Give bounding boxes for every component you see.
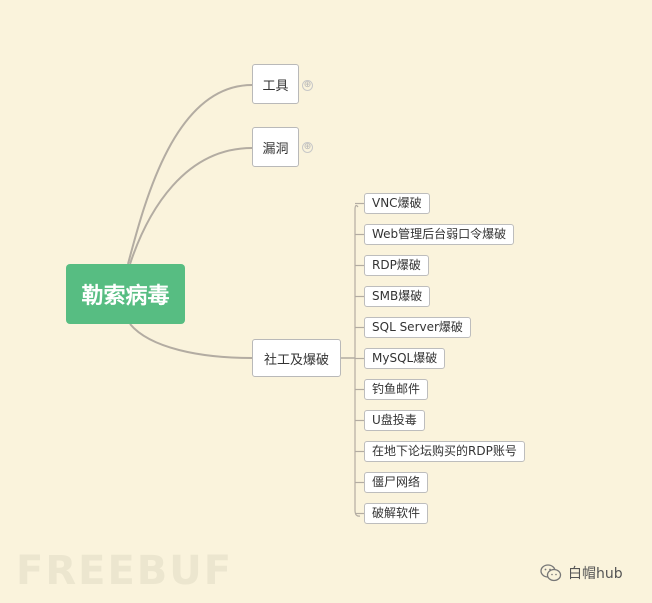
- leaf-botnet[interactable]: 僵尸网络: [364, 472, 429, 493]
- branch-social-engineering-label: 社工及爆破: [263, 352, 329, 368]
- leaf-bracket: [354, 204, 361, 517]
- connector-social: [129, 323, 253, 359]
- branch-social-engineering[interactable]: 社工及爆破: [252, 339, 341, 377]
- leaf-phishing[interactable]: 钓鱼邮件: [364, 379, 429, 400]
- branch-vulnerabilities-label: 漏洞: [262, 141, 289, 157]
- leaf-cracked-software[interactable]: 破解软件: [364, 503, 429, 524]
- branch-tools[interactable]: 工具: [252, 64, 299, 104]
- brand-text: 白帽hub: [568, 566, 623, 582]
- expand-tools-icon[interactable]: ⊕: [302, 80, 313, 91]
- root-topic[interactable]: 勒索病毒: [66, 264, 185, 324]
- root-label: 勒索病毒: [81, 284, 170, 309]
- freebuf-watermark: FREEBUF: [16, 548, 234, 594]
- connector-tools: [127, 84, 253, 265]
- brand-badge: 白帽hub: [540, 563, 623, 583]
- leaf-rdp[interactable]: RDP爆破: [364, 255, 429, 276]
- leaf-ticks: [355, 202, 364, 515]
- leaf-mysql[interactable]: MySQL爆破: [364, 348, 446, 369]
- leaf-vnc[interactable]: VNC爆破: [364, 193, 430, 214]
- leaf-usb[interactable]: U盘投毒: [364, 410, 425, 431]
- connector-vulns: [129, 147, 253, 265]
- leaf-rdp-accounts[interactable]: 在地下论坛购买的RDP账号: [364, 441, 525, 462]
- leaf-sql-server[interactable]: SQL Server爆破: [364, 317, 471, 338]
- branch-tools-label: 工具: [262, 78, 289, 94]
- branch-vulnerabilities[interactable]: 漏洞: [252, 127, 299, 167]
- leaf-smb[interactable]: SMB爆破: [364, 286, 431, 307]
- leaf-web-admin[interactable]: Web管理后台弱口令爆破: [364, 224, 515, 245]
- wechat-icon: [540, 563, 562, 583]
- expand-vulnerabilities-icon[interactable]: ⊕: [302, 142, 313, 153]
